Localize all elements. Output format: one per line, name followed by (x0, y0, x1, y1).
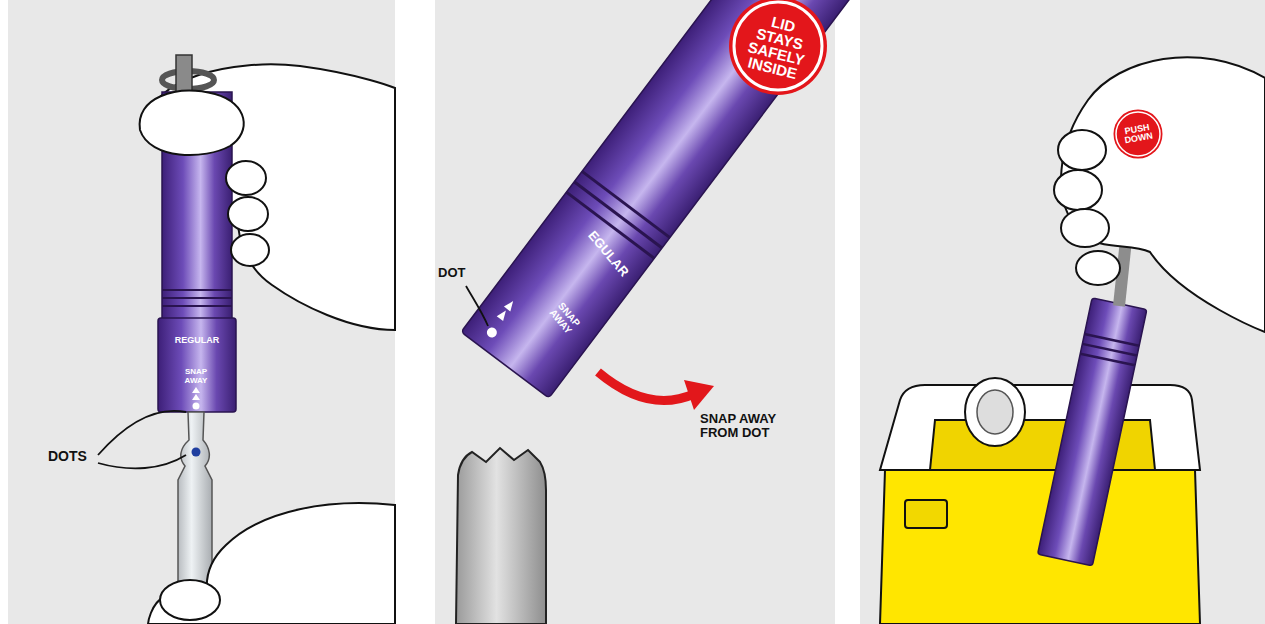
badge-circle: PUSH DOWN (1113, 109, 1163, 159)
callout-label: DOT (438, 266, 465, 280)
callout-label: DOTS (48, 449, 87, 464)
device-print: SNAP AWAY (185, 368, 208, 386)
instruction-text: SNAP AWAY FROM DOT (700, 412, 792, 441)
badge-circle: LID STAYS SAFELY INSIDE (728, 0, 828, 96)
device-print: REGULAR (175, 336, 220, 346)
